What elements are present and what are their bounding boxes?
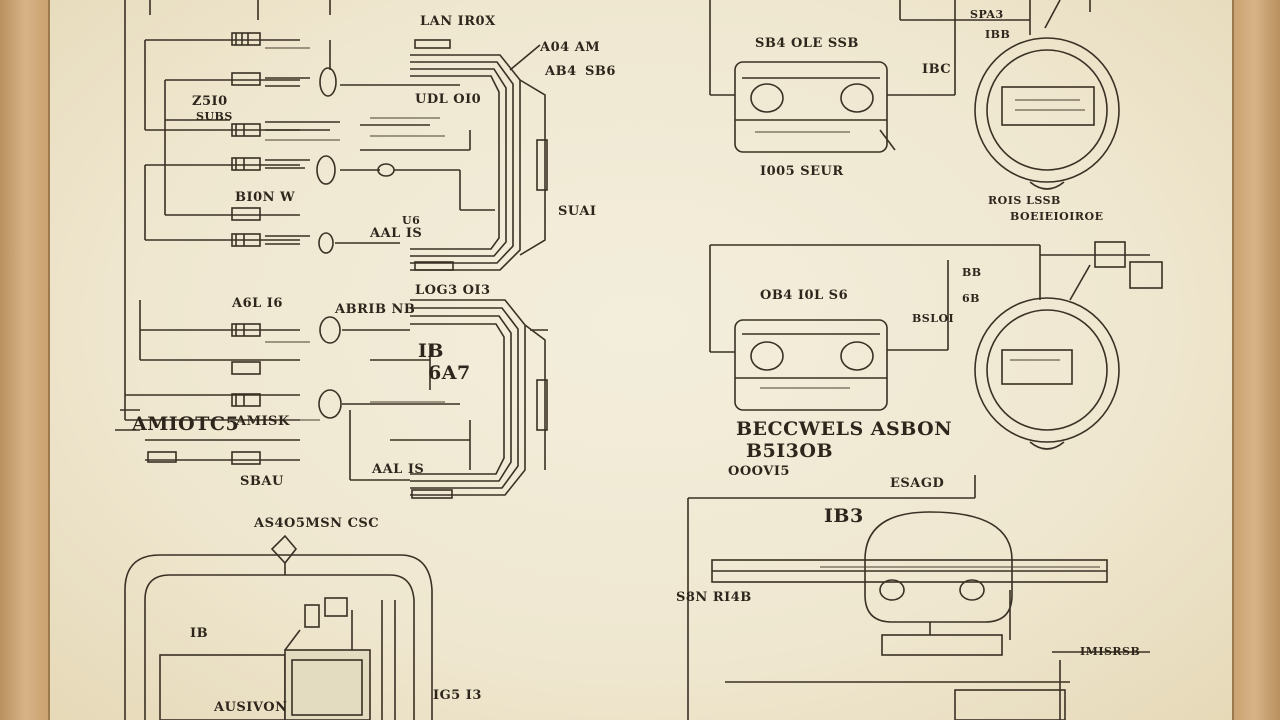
right-middle-assembly	[709, 241, 1163, 450]
left-middle-bus	[410, 299, 548, 499]
label-ab4: AB4	[545, 64, 577, 79]
label-log3: LOG3 OI3	[415, 283, 491, 298]
label-suai: SUAI	[558, 204, 597, 219]
label-ausivon: AUSIVON	[214, 700, 288, 715]
label-6b: 6B	[962, 292, 980, 305]
label-subs: SUBS	[196, 110, 233, 123]
label-6a7: 6A7	[428, 362, 471, 384]
label-abrib: ABRIB NB	[335, 302, 416, 317]
label-as4o5msn: AS4O5MSN CSC	[254, 516, 380, 531]
label-s8n: S8N RI4B	[676, 590, 752, 605]
label-b5i3ob: B5I3OB	[746, 440, 833, 462]
label-ib-bottom: IB	[190, 626, 209, 641]
label-ibc: IBC	[922, 62, 952, 77]
label-ooovi5: OOOVI5	[728, 464, 790, 479]
label-udl: UDL OI0	[415, 92, 482, 107]
label-beccwels: BECCWELS ASBON	[736, 418, 953, 440]
label-bb: BB	[962, 266, 982, 279]
label-z5i0: Z5I0	[192, 94, 228, 109]
label-ibb: IBB	[985, 28, 1011, 41]
left-middle-circuit	[115, 300, 471, 481]
left-upper-bus	[410, 39, 548, 271]
label-sbau: SBAU	[240, 474, 284, 489]
label-amisk: AMISK	[236, 414, 290, 429]
detail-hatching	[265, 47, 1100, 568]
left-bottom-device	[124, 534, 433, 720]
label-a04: A04 AM	[540, 40, 601, 55]
label-lan: LAN IR0X	[420, 14, 496, 29]
label-a6l: A6L I6	[232, 296, 283, 311]
label-spa3: SPA3	[970, 8, 1004, 21]
label-ob4: OB4 I0L S6	[760, 288, 849, 303]
label-amiotc5: AMIOTC5	[132, 413, 240, 435]
right-bottom-assembly	[687, 475, 1150, 720]
label-bi0n: BI0N W	[235, 190, 296, 205]
label-esagd: ESAGD	[890, 476, 945, 491]
right-upper-assembly	[709, 0, 1120, 190]
label-boeie: BOEIEIOIROE	[1010, 210, 1104, 223]
label-sb4-ole: SB4 OLE SSB	[755, 36, 859, 51]
label-aal-upper: AAL IS	[370, 226, 423, 241]
label-ib3: IB3	[824, 505, 864, 527]
label-imisrsb: IMISRSB	[1080, 645, 1141, 658]
label-u6: U6	[402, 214, 421, 227]
label-i005: I005 SEUR	[760, 164, 844, 179]
label-rois: ROIS LSSB	[988, 194, 1061, 207]
label-aal-lower: AAL IS	[372, 462, 425, 477]
left-upper-circuit	[124, 0, 495, 421]
label-bsloi: BSLOI	[912, 312, 955, 325]
label-ib-mid: IB	[418, 340, 444, 362]
label-sb6: SB6	[585, 64, 616, 79]
label-ig5: IG5 I3	[433, 688, 482, 703]
